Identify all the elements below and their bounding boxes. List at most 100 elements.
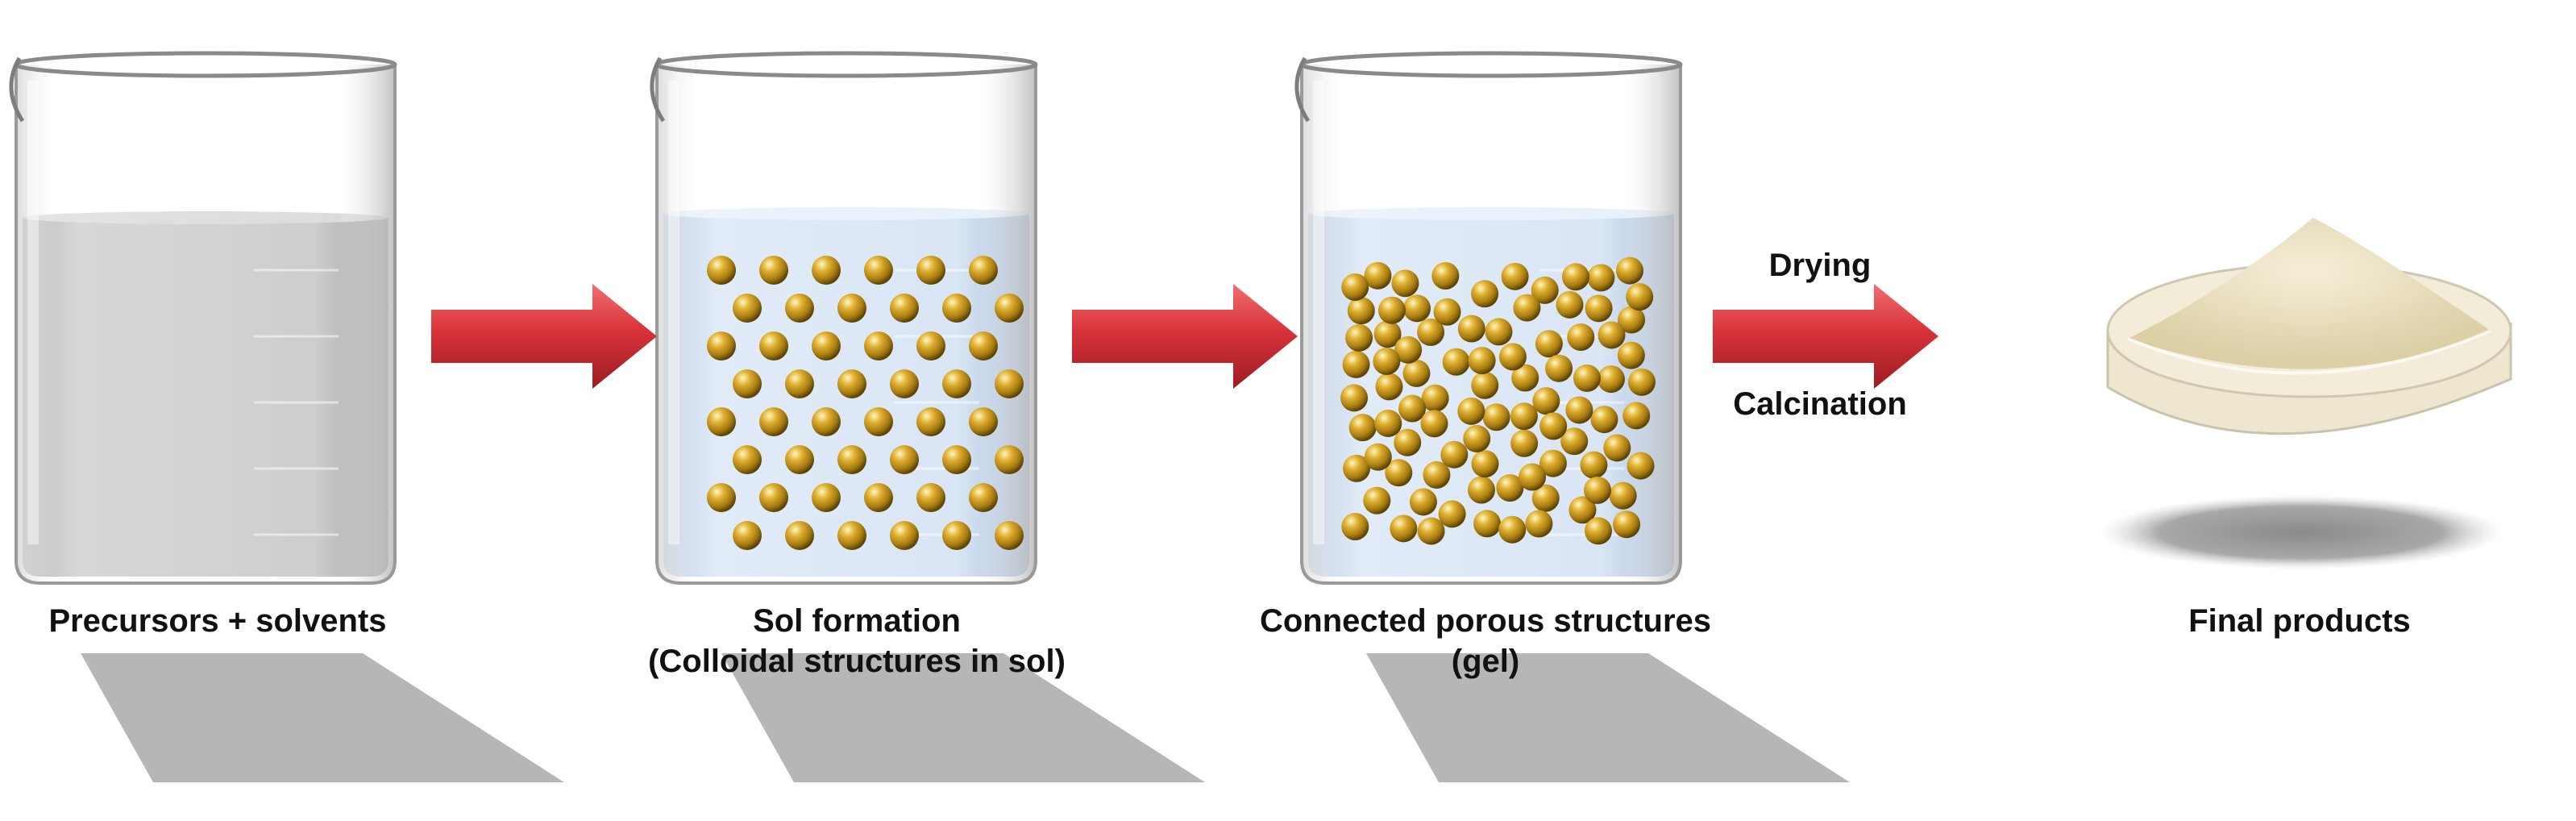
colloid-particle	[916, 407, 945, 436]
colloid-particle	[759, 331, 788, 360]
gel-particle	[1471, 371, 1499, 399]
gel-particle	[1531, 276, 1559, 304]
gel-particle	[1341, 273, 1369, 302]
gel-particle	[1561, 263, 1589, 291]
gel-particle	[1545, 354, 1573, 382]
gel-particle	[1403, 294, 1431, 323]
gel-particle	[1402, 359, 1431, 387]
colloid-particle	[785, 294, 814, 323]
colloid-particle	[969, 331, 998, 360]
gel-particle	[1442, 348, 1470, 376]
gel-particle	[1398, 394, 1427, 423]
gel-particle	[1573, 364, 1601, 392]
colloid-particle	[916, 256, 945, 285]
gel-particle	[1565, 396, 1593, 424]
gel-particle	[1590, 406, 1618, 434]
gel-particle	[1343, 454, 1371, 482]
colloid-particle	[890, 369, 919, 398]
colloid-particle	[995, 294, 1024, 323]
gel-particle	[1587, 264, 1615, 292]
gel-particle	[1560, 427, 1589, 456]
gel-particle	[1603, 434, 1631, 462]
gel-particle	[1598, 321, 1626, 349]
gel-particle	[1498, 343, 1527, 371]
colloid-particle	[707, 256, 736, 285]
gel-particle	[1498, 515, 1527, 544]
gel-particle	[1340, 384, 1369, 412]
colloid-particle	[759, 256, 788, 285]
colloid-particle	[759, 407, 788, 436]
step-3-label-line1: Connected porous structures	[1259, 603, 1712, 639]
colloid-particle	[733, 294, 762, 323]
gel-particle	[1539, 412, 1568, 440]
gel-particle	[1373, 320, 1402, 348]
gel-particle	[1385, 459, 1413, 487]
gel-particle	[1496, 473, 1524, 502]
beaker-shadow	[1366, 653, 1850, 782]
glass-highlight	[27, 81, 39, 544]
colloid-particle	[916, 331, 945, 360]
beaker-icon	[9, 51, 564, 782]
gel-particle	[1394, 428, 1422, 456]
step-3-label-line2: (gel)	[1451, 644, 1520, 679]
colloid-particle	[864, 407, 893, 436]
colloid-particle	[942, 294, 971, 323]
gel-particle	[1584, 517, 1612, 545]
colloid-particle	[733, 521, 762, 550]
colloid-particle	[707, 331, 736, 360]
gel-particle	[1463, 424, 1491, 452]
dish-shadow	[2100, 495, 2503, 569]
colloid-particle	[995, 445, 1024, 474]
gel-particle	[1568, 496, 1597, 524]
colloid-particle	[942, 445, 971, 474]
gel-particle	[1615, 256, 1643, 285]
gel-particle	[1420, 410, 1448, 438]
glass-highlight	[668, 81, 679, 544]
beaker-shadow	[81, 653, 564, 782]
gel-particle	[1373, 347, 1401, 375]
gel-particle	[1585, 294, 1613, 323]
gel-particle	[1374, 409, 1402, 437]
gel-particle	[1438, 500, 1466, 528]
gel-particle	[1364, 443, 1392, 471]
gel-particle	[1433, 298, 1461, 326]
colloid-particle	[733, 369, 762, 398]
gel-particle	[1511, 364, 1539, 392]
gel-particle	[1622, 402, 1651, 430]
gel-particle	[1377, 296, 1406, 324]
gel-particle	[1597, 365, 1625, 394]
colloid-particle	[812, 331, 841, 360]
beaker-spout	[650, 56, 666, 123]
colloid-particle	[864, 331, 893, 360]
gel-particle	[1583, 476, 1611, 504]
colloid-particle	[812, 407, 841, 436]
gel-particle	[1580, 451, 1608, 479]
gel-particle	[1525, 510, 1553, 538]
colloid-particle	[969, 407, 998, 436]
arrow-3-top-label: Drying	[1768, 248, 1872, 283]
gel-particle	[1613, 511, 1641, 539]
gel-particle	[1457, 397, 1485, 425]
colloid-particle	[916, 483, 945, 512]
colloid-particle	[733, 445, 762, 474]
step-2-label-line1: Sol formation	[753, 603, 961, 639]
gel-particle	[1485, 318, 1513, 346]
step-4-label-line1: Final products	[2188, 603, 2411, 639]
gel-particle	[1627, 452, 1655, 480]
colloid-particle	[812, 483, 841, 512]
gel-particle	[1535, 330, 1563, 358]
gel-particle	[1467, 476, 1495, 504]
colloid-particle	[864, 256, 893, 285]
colloid-particle	[785, 369, 814, 398]
gel-particle	[1609, 481, 1637, 510]
gel-particle	[1417, 318, 1445, 346]
dish-highlight	[2127, 329, 2491, 375]
beaker-spout	[1294, 56, 1311, 123]
step-1-label: Precursors + solvents	[0, 601, 524, 641]
glass-highlight	[1313, 81, 1324, 544]
gel-particle	[1345, 323, 1373, 352]
gel-particle	[1394, 335, 1423, 364]
gel-particle	[1423, 461, 1451, 489]
arrow-3-bottom-label: Calcination	[1733, 386, 1907, 422]
beaker-shadow	[721, 653, 1205, 782]
